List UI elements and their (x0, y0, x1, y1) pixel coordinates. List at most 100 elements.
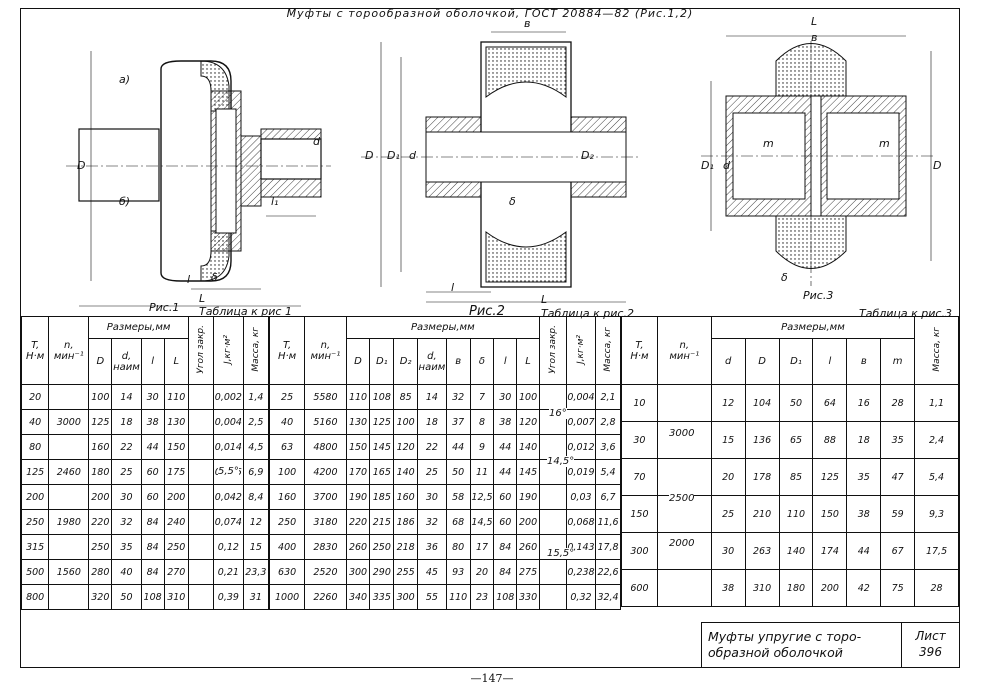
t2-cell: 11 (469, 459, 495, 485)
t2-head-n: n,мин⁻¹ (304, 316, 347, 385)
t3-cell: 44 (846, 532, 882, 570)
t1-head-d: d,наим (111, 338, 142, 385)
t1-cell: 250 (88, 534, 113, 560)
t1-cell: 200 (20, 484, 50, 510)
t3-head-n: n,мин⁻¹ (656, 316, 712, 385)
t2-cell: 0,007 (565, 409, 597, 435)
t1-cell: 40 (111, 559, 142, 585)
t2-cell: 330 (516, 584, 540, 610)
t1-cell: 150 (163, 434, 189, 460)
t1-cell: 50 (111, 584, 142, 610)
fig2-dim-D: D (365, 149, 374, 162)
fig2-dim-d: d (409, 149, 416, 162)
t2-cell-angle (538, 384, 567, 410)
t1-cell-angle (187, 559, 215, 585)
t2-cell-angle (538, 584, 567, 610)
t3-cell: 200 (812, 569, 848, 607)
t2-cell: 4800 (304, 434, 347, 460)
t2-cell: 160 (268, 484, 306, 510)
t3-head-D: D (744, 338, 780, 385)
t2-cell: 186 (393, 509, 419, 535)
fig3-dim-d: d (723, 159, 730, 172)
t1-head-n: n,мин⁻¹ (48, 316, 90, 385)
t3-head-sizes: Размеры,мм (710, 316, 916, 339)
t3-head-mass: Масса, кг (914, 316, 959, 385)
t2-cell: 17,8 (595, 534, 621, 560)
t1-cell-angle (187, 434, 215, 460)
t1-head-D: D (88, 338, 113, 385)
t3-cell: 600 (621, 569, 658, 607)
t2-cell-angle (538, 559, 567, 585)
t1-cell-angle (187, 584, 215, 610)
t3-cell: 5,4 (914, 458, 959, 496)
fig1-label-a: а) (119, 73, 131, 86)
t2-cell: 400 (268, 534, 306, 560)
t2-head-D2: D₂ (393, 338, 419, 385)
t1-cell: 240 (163, 509, 189, 535)
t2-cell: 14 (417, 384, 447, 410)
t2-cell: 2830 (304, 534, 347, 560)
t1-head-l: l (140, 338, 165, 385)
t3-cell: 28 (880, 384, 916, 422)
t1-cell: 2,5 (242, 409, 270, 435)
t2-head-L: L (516, 338, 540, 385)
t2-cell: 165 (369, 459, 395, 485)
t2-cell: 37 (445, 409, 471, 435)
t3-cell: 28 (914, 569, 959, 607)
t3-cell: 65 (778, 421, 814, 459)
t3-cell: 88 (812, 421, 848, 459)
t3-head-T: T,Н·м (621, 316, 658, 385)
t2-cell: 200 (516, 509, 540, 535)
t1-cell: 40 (20, 409, 50, 435)
table-1: T,Н·м n,мин⁻¹ Размеры,мм Угол закр. J,кг… (20, 316, 270, 610)
t1-cell (48, 384, 90, 410)
t2-cell: 110 (345, 384, 371, 410)
fig3-dim-delta: δ (781, 271, 788, 284)
t2-cell: 4200 (304, 459, 347, 485)
t2-head-mass: Масса, кг (595, 316, 621, 385)
t2-cell: 7 (469, 384, 495, 410)
t2-cell: 145 (516, 459, 540, 485)
t1-cell: 800 (20, 584, 50, 610)
t1-cell: 60 (140, 459, 165, 485)
t2-cell: 275 (516, 559, 540, 585)
fig2-dim-D1: D₁ (387, 149, 400, 162)
t1-cell: 44 (140, 434, 165, 460)
t1-cell-angle (187, 459, 215, 485)
t2-cell: 93 (445, 559, 471, 585)
t1-cell: 0,014 (213, 434, 244, 460)
t2-angle-155: 15,5° (547, 548, 575, 559)
t3-cell: 15 (710, 421, 746, 459)
t2-cell: 11,6 (595, 509, 621, 535)
t3-cell: 300 (621, 532, 658, 570)
t2-cell: 22 (417, 434, 447, 460)
t2-cell: 32 (445, 384, 471, 410)
t2-cell: 0,143 (565, 534, 597, 560)
t3-cell: 25 (710, 495, 746, 533)
t3-n-2000: 2000 (669, 538, 695, 549)
t1-cell: 320 (88, 584, 113, 610)
t2-cell: 120 (393, 434, 419, 460)
t1-angle-value: 5,5° (218, 466, 239, 477)
t3-cell: 75 (880, 569, 916, 607)
t1-head-J: J,кг·м² (213, 316, 244, 385)
figure-1-drawing (66, 51, 331, 307)
t2-cell: 110 (445, 584, 471, 610)
t1-cell: 8,4 (242, 484, 270, 510)
t2-cell: 50 (445, 459, 471, 485)
t2-cell: 300 (345, 559, 371, 585)
t2-head-D1: D₁ (369, 338, 395, 385)
t2-cell: 84 (493, 534, 518, 560)
t1-cell: 20 (20, 384, 50, 410)
t1-cell: 280 (88, 559, 113, 585)
